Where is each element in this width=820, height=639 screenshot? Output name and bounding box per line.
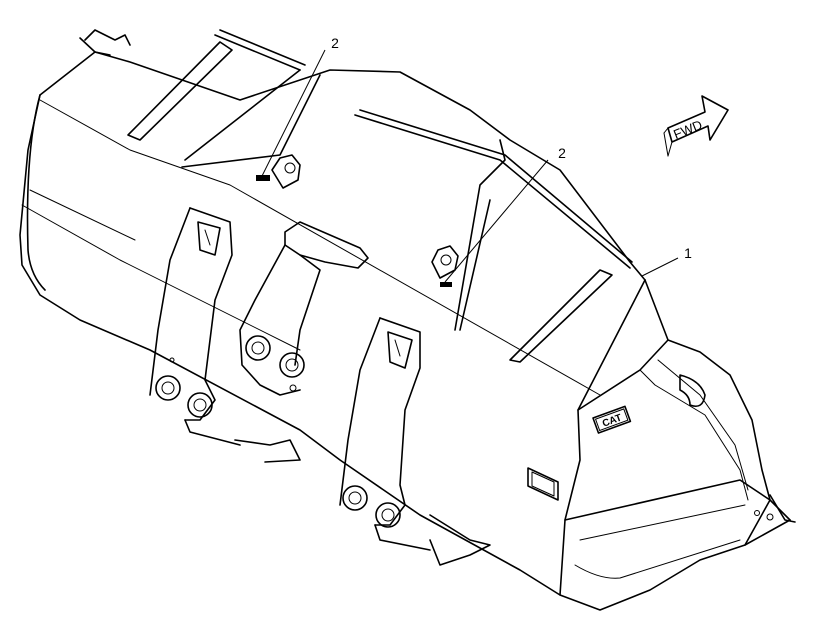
left-hinge-bracket — [149, 207, 241, 446]
callout-1: 1 — [684, 245, 692, 261]
right-hinge-bracket — [339, 317, 431, 551]
callout-leaders — [261, 49, 679, 283]
callout-2-right: 2 — [558, 145, 566, 161]
nameplate — [527, 467, 559, 501]
center-bracket — [239, 221, 369, 396]
decal-mount-right — [431, 245, 459, 287]
fwd-label: FWD — [671, 117, 704, 142]
decal-mount-left — [256, 154, 301, 189]
fwd-arrow: FWD — [663, 95, 729, 157]
cat-logo: CAT — [592, 405, 632, 434]
top-gussets — [127, 41, 613, 363]
callout-2-left: 2 — [331, 35, 339, 51]
bucket-body — [19, 29, 796, 611]
